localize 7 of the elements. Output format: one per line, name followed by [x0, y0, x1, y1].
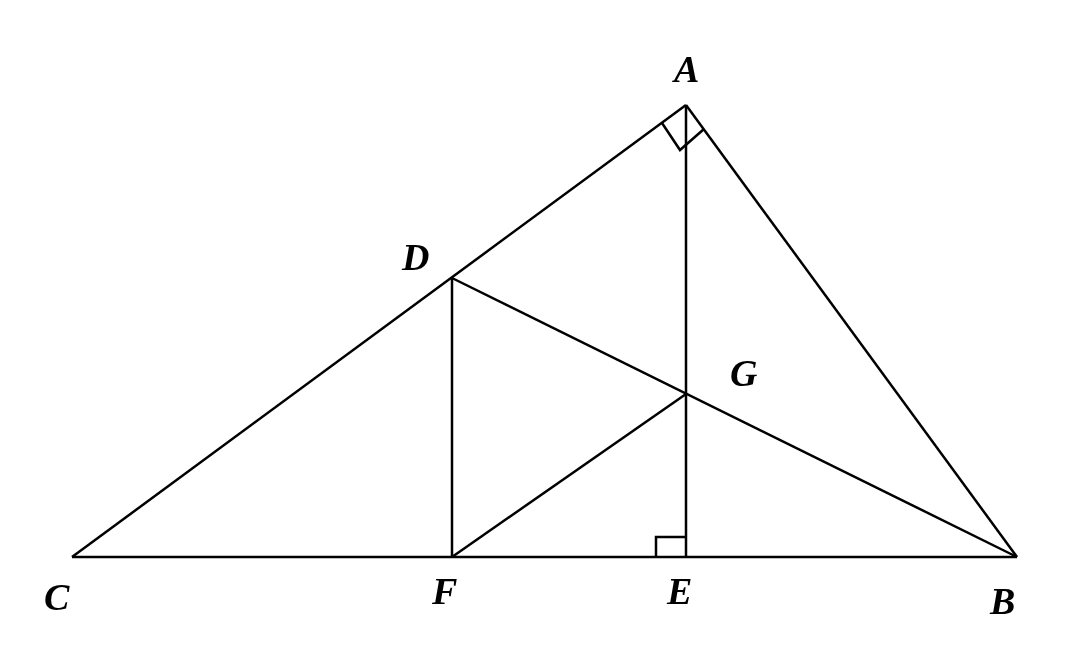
point-label: G: [730, 354, 758, 392]
point-label: F: [432, 572, 458, 610]
point-label: A: [674, 50, 700, 88]
point-label: E: [667, 572, 693, 610]
point-label: D: [402, 238, 430, 276]
point-label: C: [44, 578, 70, 616]
point-label: B: [990, 582, 1016, 620]
